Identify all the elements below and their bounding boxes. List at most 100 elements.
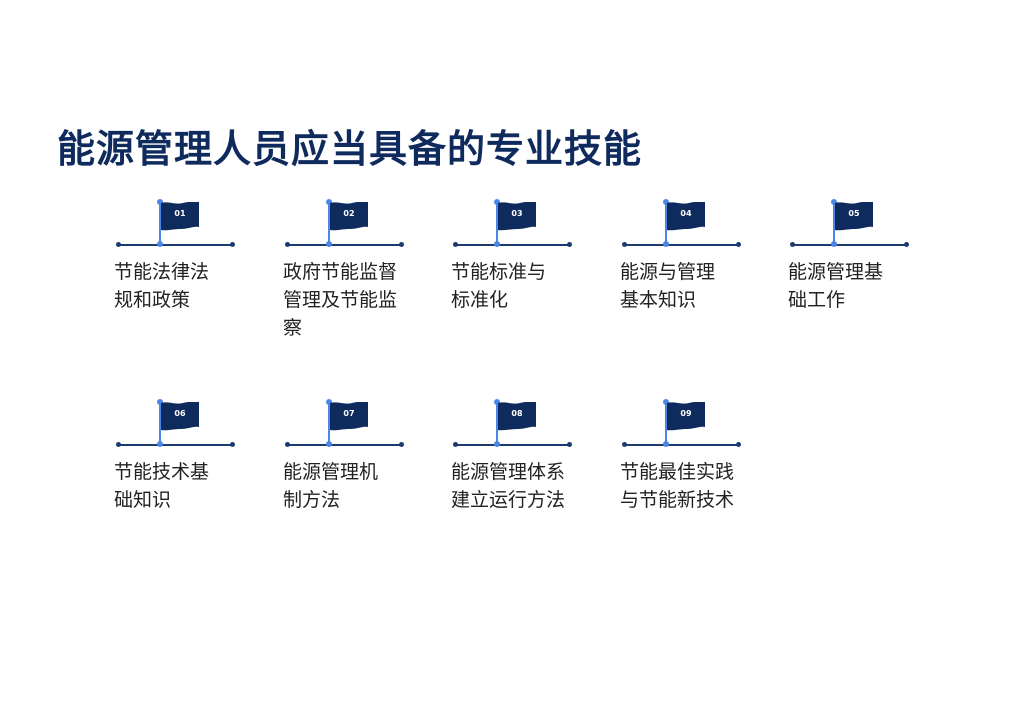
- flag-icon: [330, 402, 370, 432]
- pole-base-dot: [663, 441, 669, 447]
- skill-item: 06 节能技术基 础知识: [114, 398, 244, 548]
- label-line: 政府节能监督: [283, 261, 398, 283]
- skill-label: 节能标准与 标准化: [451, 258, 581, 314]
- flag-pole: [665, 402, 667, 445]
- timeline-line: [455, 444, 569, 446]
- pole-top-dot: [494, 399, 500, 405]
- step-number: 08: [511, 409, 523, 418]
- flag-pole: [159, 402, 161, 445]
- timeline-line: [118, 444, 232, 446]
- skill-label: 政府节能监督 管理及节能监 察: [283, 258, 413, 342]
- skill-item: 05 能源管理基 础工作: [788, 198, 918, 348]
- skill-label: 能源管理基 础工作: [788, 258, 918, 314]
- pole-top-dot: [326, 399, 332, 405]
- line-end-dot: [116, 442, 121, 447]
- line-end-dot: [904, 242, 909, 247]
- line-end-dot: [622, 442, 627, 447]
- flag-pole: [833, 202, 835, 245]
- timeline-line: [624, 444, 738, 446]
- pole-top-dot: [663, 399, 669, 405]
- line-end-dot: [453, 442, 458, 447]
- label-line: 基本知识: [620, 289, 697, 311]
- label-line: 与节能新技术: [620, 489, 735, 511]
- pole-base-dot: [157, 241, 163, 247]
- pole-top-dot: [157, 199, 163, 205]
- flag-pole: [328, 202, 330, 245]
- line-end-dot: [790, 242, 795, 247]
- pole-top-dot: [663, 199, 669, 205]
- flag-icon: [161, 202, 201, 232]
- flag-pole: [496, 402, 498, 445]
- flag-icon: [498, 402, 538, 432]
- label-line: 础知识: [114, 489, 172, 511]
- skill-item: 07 能源管理机 制方法: [283, 398, 413, 548]
- skill-label: 节能技术基 础知识: [114, 458, 244, 514]
- label-line: 建立运行方法: [451, 489, 566, 511]
- timeline-line: [455, 244, 569, 246]
- line-end-dot: [230, 442, 235, 447]
- skill-item: 08 能源管理体系 建立运行方法: [451, 398, 581, 548]
- pole-base-dot: [326, 441, 332, 447]
- skill-item: 01 节能法律法 规和政策: [114, 198, 244, 348]
- skill-item: 09 节能最佳实践 与节能新技术: [620, 398, 750, 548]
- line-end-dot: [116, 242, 121, 247]
- timeline-line: [287, 444, 401, 446]
- flag-icon: [330, 202, 370, 232]
- line-end-dot: [230, 242, 235, 247]
- label-line: 能源管理体系: [451, 461, 566, 483]
- timeline-line: [624, 244, 738, 246]
- pole-top-dot: [326, 199, 332, 205]
- line-end-dot: [399, 442, 404, 447]
- step-number: 09: [680, 409, 692, 418]
- flag-icon: [161, 402, 201, 432]
- pole-base-dot: [663, 241, 669, 247]
- label-line: 节能技术基: [114, 461, 210, 483]
- line-end-dot: [567, 242, 572, 247]
- flag-icon: [498, 202, 538, 232]
- step-number: 03: [511, 209, 523, 218]
- skill-label: 节能最佳实践 与节能新技术: [620, 458, 750, 514]
- label-line: 管理及节能监: [283, 289, 398, 311]
- step-number: 05: [848, 209, 860, 218]
- pole-base-dot: [494, 241, 500, 247]
- timeline-line: [792, 244, 906, 246]
- skill-label: 节能法律法 规和政策: [114, 258, 244, 314]
- skill-item: 02 政府节能监督 管理及节能监 察: [283, 198, 413, 348]
- pole-top-dot: [831, 199, 837, 205]
- line-end-dot: [285, 242, 290, 247]
- line-end-dot: [622, 242, 627, 247]
- line-end-dot: [567, 442, 572, 447]
- pole-base-dot: [831, 241, 837, 247]
- flag-pole: [328, 402, 330, 445]
- flag-pole: [159, 202, 161, 245]
- pole-top-dot: [157, 399, 163, 405]
- label-line: 能源管理机: [283, 461, 379, 483]
- step-number: 06: [174, 409, 186, 418]
- flag-icon: [667, 402, 707, 432]
- pole-base-dot: [326, 241, 332, 247]
- pole-top-dot: [494, 199, 500, 205]
- flag-icon: [667, 202, 707, 232]
- step-number: 07: [343, 409, 355, 418]
- line-end-dot: [736, 442, 741, 447]
- page-title: 能源管理人员应当具备的专业技能: [57, 127, 643, 171]
- step-number: 02: [343, 209, 355, 218]
- label-line: 节能标准与: [451, 261, 547, 283]
- timeline-line: [118, 244, 232, 246]
- timeline-line: [287, 244, 401, 246]
- label-line: 察: [283, 317, 303, 339]
- skill-label: 能源管理体系 建立运行方法: [451, 458, 581, 514]
- line-end-dot: [285, 442, 290, 447]
- skill-item: 03 节能标准与 标准化: [451, 198, 581, 348]
- label-line: 础工作: [788, 289, 846, 311]
- line-end-dot: [736, 242, 741, 247]
- label-line: 规和政策: [114, 289, 191, 311]
- pole-base-dot: [157, 441, 163, 447]
- label-line: 能源管理基: [788, 261, 884, 283]
- step-number: 01: [174, 209, 186, 218]
- skill-label: 能源与管理 基本知识: [620, 258, 750, 314]
- pole-base-dot: [494, 441, 500, 447]
- label-line: 标准化: [451, 289, 509, 311]
- skill-item: 04 能源与管理 基本知识: [620, 198, 750, 348]
- label-line: 节能法律法: [114, 261, 210, 283]
